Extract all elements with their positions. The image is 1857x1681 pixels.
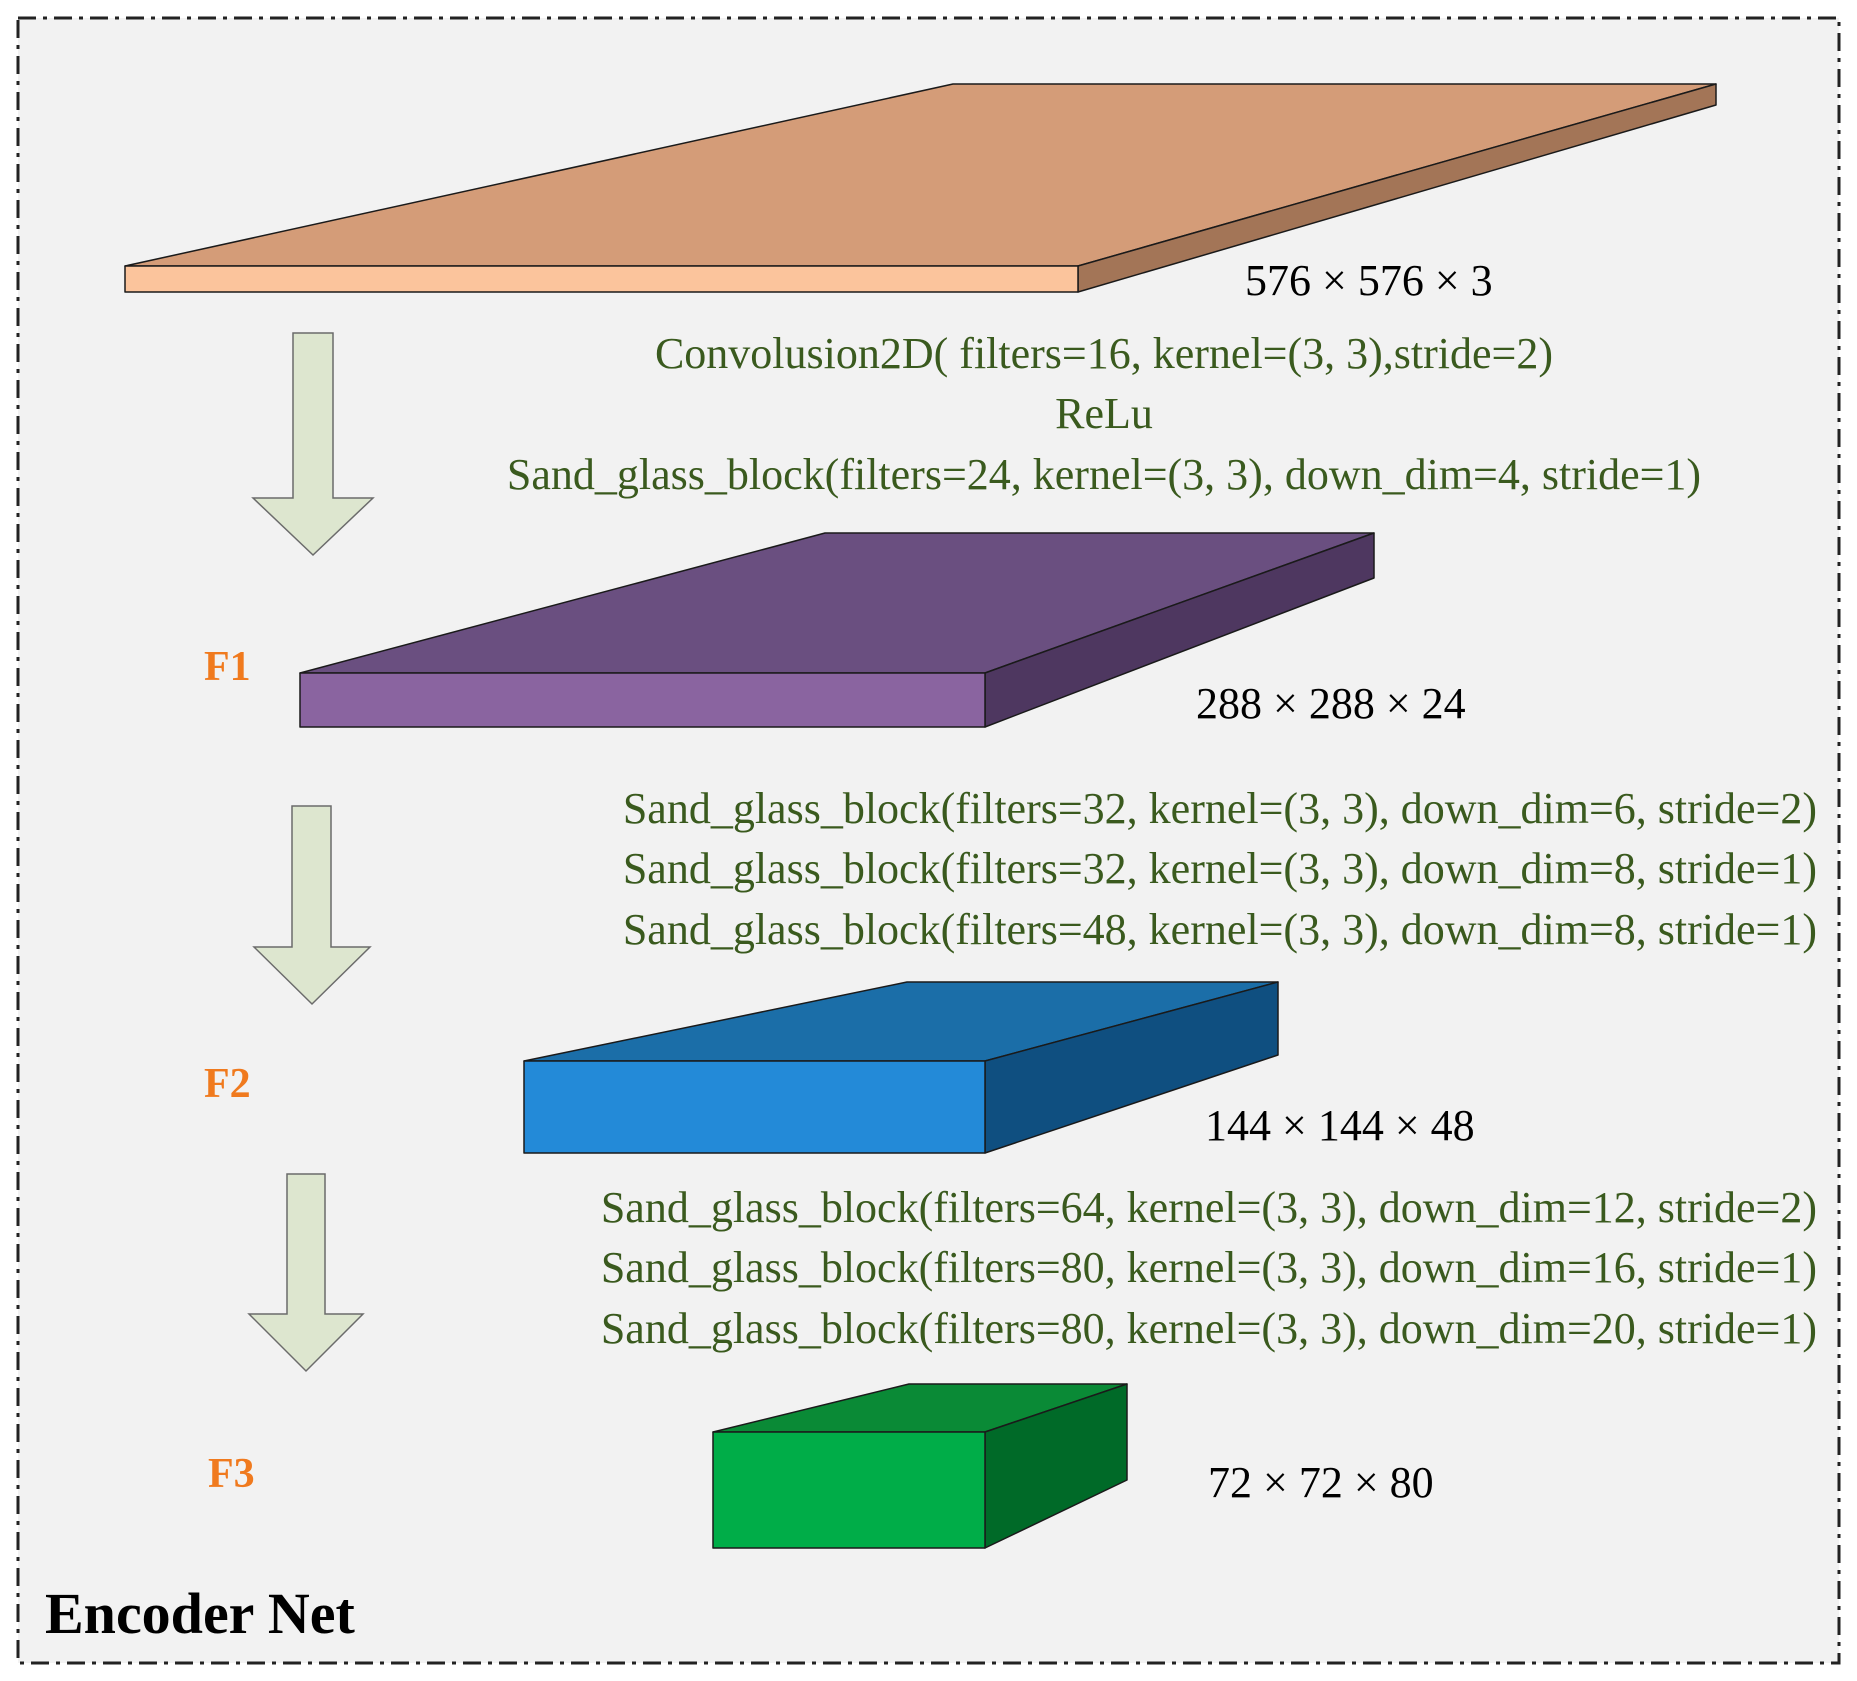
stage2-op-1: Sand_glass_block(filters=32, kernel=(3, … <box>623 784 1817 833</box>
stage3-op-1: Sand_glass_block(filters=64, kernel=(3, … <box>601 1183 1817 1232</box>
f1-block-front <box>299 672 986 728</box>
stage2-op-3: Sand_glass_block(filters=48, kernel=(3, … <box>623 905 1817 954</box>
stage1-op-sandglass: Sand_glass_block(filters=24, kernel=(3, … <box>507 450 1701 499</box>
stage3-op-3: Sand_glass_block(filters=80, kernel=(3, … <box>601 1304 1817 1353</box>
f2-label: F2 <box>204 1061 251 1107</box>
input-block <box>124 83 1717 293</box>
down-arrow-stage2 <box>252 805 372 1006</box>
input-size-label: 576 × 576 × 3 <box>1245 256 1493 305</box>
down-arrow-stage3 <box>247 1173 365 1373</box>
diagram-border <box>16 16 1841 1665</box>
stage1-op-conv: Convolusion2D( filters=16, kernel=(3, 3)… <box>655 329 1553 378</box>
f3-size-label: 72 × 72 × 80 <box>1208 1458 1434 1507</box>
stage3-op-2: Sand_glass_block(filters=80, kernel=(3, … <box>601 1243 1817 1292</box>
down-arrow-stage1 <box>251 332 375 557</box>
stage1-op-relu: ReLu <box>1055 389 1153 438</box>
f2-block-front <box>523 1060 986 1154</box>
diagram-title: Encoder Net <box>45 1581 356 1646</box>
f3-block-front <box>712 1431 986 1549</box>
f2-block <box>523 981 1279 1154</box>
stage2-op-2: Sand_glass_block(filters=32, kernel=(3, … <box>623 844 1817 893</box>
input-block-front <box>124 265 1079 293</box>
f2-size-label: 144 × 144 × 48 <box>1205 1101 1475 1150</box>
f1-size-label: 288 × 288 × 24 <box>1196 679 1466 728</box>
f1-label: F1 <box>204 644 251 690</box>
f3-label: F3 <box>208 1451 255 1497</box>
f1-block <box>299 532 1375 728</box>
f3-block <box>712 1383 1128 1549</box>
